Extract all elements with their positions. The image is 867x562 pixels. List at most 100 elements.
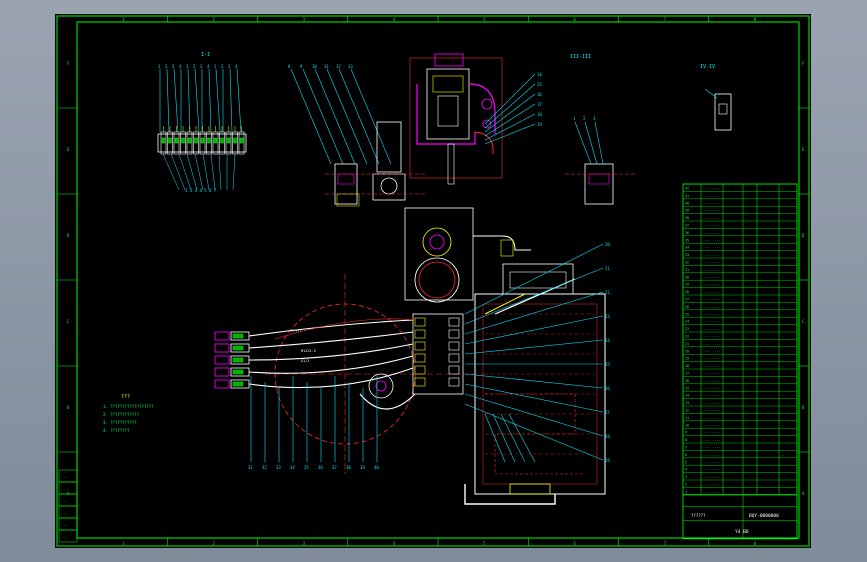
border-number-bottom: 4 (393, 541, 396, 546)
bom-text: ---- ---- (703, 201, 720, 205)
bom-text: ---- ---- (703, 342, 720, 346)
motor-shaft (429, 234, 445, 250)
manifold-port (414, 317, 426, 327)
border-number-top: 6 (573, 17, 576, 22)
connector-port (232, 357, 244, 363)
drop-pipe (447, 143, 455, 185)
revision-text: --- (61, 475, 67, 479)
motor-frame (404, 207, 474, 301)
leader-line (186, 153, 198, 191)
manifold-port (414, 329, 426, 339)
iv-body (714, 93, 732, 131)
valve-core (437, 95, 459, 127)
balloon-number: 35 (304, 465, 309, 470)
leader-line (464, 383, 604, 413)
balloon-number: 12 (336, 64, 341, 69)
balloon-number: 28 (605, 434, 610, 439)
balloon-number: 2 (165, 64, 168, 69)
swivel-joint (368, 373, 394, 399)
valve-port (181, 137, 185, 144)
bom-text: ---- ---- (703, 231, 720, 235)
bom-text: ---- ---- (703, 209, 720, 213)
bom-note: -- (781, 423, 785, 427)
valve-port (220, 137, 224, 144)
bom-index: 37 (685, 224, 689, 228)
balloon-number: 22 (605, 290, 610, 295)
balloon-number: 17 (537, 102, 542, 107)
bom-index: 36 (685, 231, 689, 235)
leader-line (464, 315, 604, 345)
balloon-number: 2 (193, 64, 196, 69)
valve-port (207, 137, 211, 144)
balloon-number: 13 (348, 64, 353, 69)
diagonal-pipe (484, 293, 526, 315)
bom-index: 11 (685, 416, 689, 420)
balloon-number: 11 (324, 64, 329, 69)
hose-line (248, 355, 414, 374)
bom-text: ---- ---- (703, 423, 720, 427)
leader-line (464, 403, 604, 461)
bom-index: 7 (685, 446, 687, 450)
bom-text: ---- ---- (703, 357, 720, 361)
hose-red-arc (274, 318, 416, 340)
bom-text: ---- ---- (703, 298, 720, 302)
bom-index: 4 (685, 468, 687, 472)
hose-line (248, 367, 414, 389)
bom-text: ---- ---- (703, 394, 720, 398)
pilot-spool (380, 177, 398, 195)
leader-line (326, 68, 368, 165)
balloon-number: 21 (605, 266, 610, 271)
bom-index: 2 (685, 483, 687, 487)
bom-text: ---- ---- (703, 364, 720, 368)
hose-right (468, 83, 496, 134)
leader-line (229, 68, 233, 133)
balloon-number: 2 (221, 64, 224, 69)
connector-magenta (214, 355, 230, 365)
leader-line (594, 121, 604, 165)
hose-label: ????? (291, 329, 302, 333)
border-letter-left: F (67, 61, 70, 66)
leader-line (187, 68, 191, 133)
bom-text: ---- ---- (703, 453, 720, 457)
balloon-number: 23 (605, 314, 610, 319)
connector-port (232, 333, 244, 339)
leader-line (290, 68, 332, 165)
connector-magenta (214, 367, 230, 377)
bom-index: 8 (685, 438, 687, 442)
suction-pipe (473, 235, 531, 251)
border-number-bottom: 6 (573, 541, 576, 546)
border-number-bottom: 2 (212, 541, 215, 546)
leader-line (484, 113, 536, 141)
leader-line (210, 153, 216, 191)
leader-line (208, 68, 212, 133)
bom-index: 38 (685, 216, 689, 220)
manifold-port (414, 341, 426, 351)
revision-text: --- (61, 535, 67, 539)
bom-note: -- (781, 335, 785, 339)
bom-index: 21 (685, 342, 689, 346)
border-number-top: 1 (122, 17, 125, 22)
balloon-number: 3 (228, 64, 231, 69)
bom-text: ---- ---- (703, 261, 720, 265)
valve-port (168, 137, 172, 144)
balloon-number: 3 (593, 116, 596, 121)
border-letter-left: E (67, 147, 70, 152)
leader-line (314, 68, 356, 165)
view-label-top-right: III-III (570, 54, 591, 60)
bom-note: -- (781, 187, 785, 191)
leader-line (338, 68, 380, 165)
border-letter-right: F (802, 61, 805, 66)
leader-line (170, 153, 186, 191)
bom-text: ---- ---- (703, 379, 720, 383)
note-line: 4. ???????? (103, 428, 130, 433)
leader-line (218, 153, 222, 191)
balloon-number: 14 (537, 72, 542, 77)
bom-index: 26 (685, 305, 689, 309)
bom-text: ---- ---- (703, 349, 720, 353)
bom-text: ---- ---- (703, 468, 720, 472)
leader-line (166, 68, 170, 133)
manifold-port-right (448, 317, 460, 327)
bom-text: ---- ---- (703, 187, 720, 191)
